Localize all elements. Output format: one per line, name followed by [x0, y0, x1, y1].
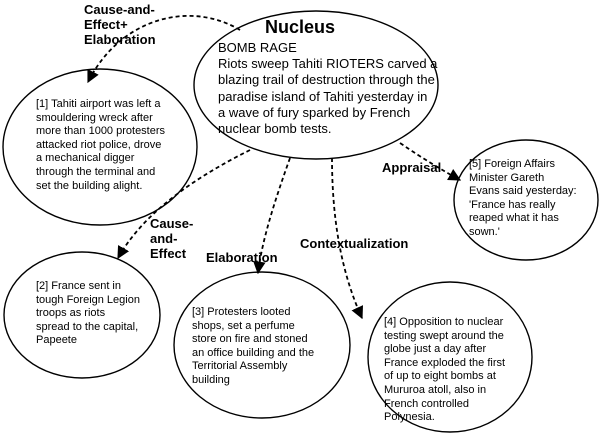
nucleus-ellipse	[193, 10, 439, 160]
satellite-1-text: [1] Tahiti airport was left a smoulderin…	[36, 98, 166, 192]
satellite-5-ellipse	[453, 139, 599, 261]
satellite-1-ellipse	[2, 68, 198, 226]
relation-label-elaboration: Elaboration	[206, 250, 278, 265]
arrow-cause-and-effect	[117, 149, 251, 260]
relation-label-appraisal: Appraisal	[382, 160, 442, 175]
nucleus-headline: BOMB RAGE	[218, 40, 297, 55]
relation-label-contextualization: Contextualization	[300, 236, 409, 251]
satellite-2-ellipse	[3, 251, 161, 379]
satellite-4-ellipse	[367, 281, 533, 433]
satellite-3-text: [3] Protesters looted shops, set a perfu…	[192, 306, 315, 386]
arrow-appraisal	[399, 142, 462, 181]
relation-label-cause-effect-elaboration: Cause-and- Effect+ Elaboration	[84, 2, 156, 47]
nucleus-lead-text: Riots sweep Tahiti RIOTERS carved a blaz…	[218, 56, 438, 137]
satellite-5-text: [5] Foreign Affairs Minister Gareth Evan…	[469, 158, 577, 238]
relation-label-cause-and-effect: Cause- and- Effect	[150, 216, 194, 261]
satellite-4-text: [4] Opposition to nuclear testing swept …	[384, 316, 506, 424]
arrow-elaboration	[253, 157, 291, 275]
arrow-cause-effect-elaboration	[87, 15, 241, 84]
satellite-2-text: [2] France sent in tough Foreign Legion …	[36, 280, 140, 347]
nucleus-title: Nucleus	[264, 17, 336, 37]
nucleus-body: BOMB RAGE Riots sweep Tahiti RIOTERS car…	[218, 40, 438, 137]
